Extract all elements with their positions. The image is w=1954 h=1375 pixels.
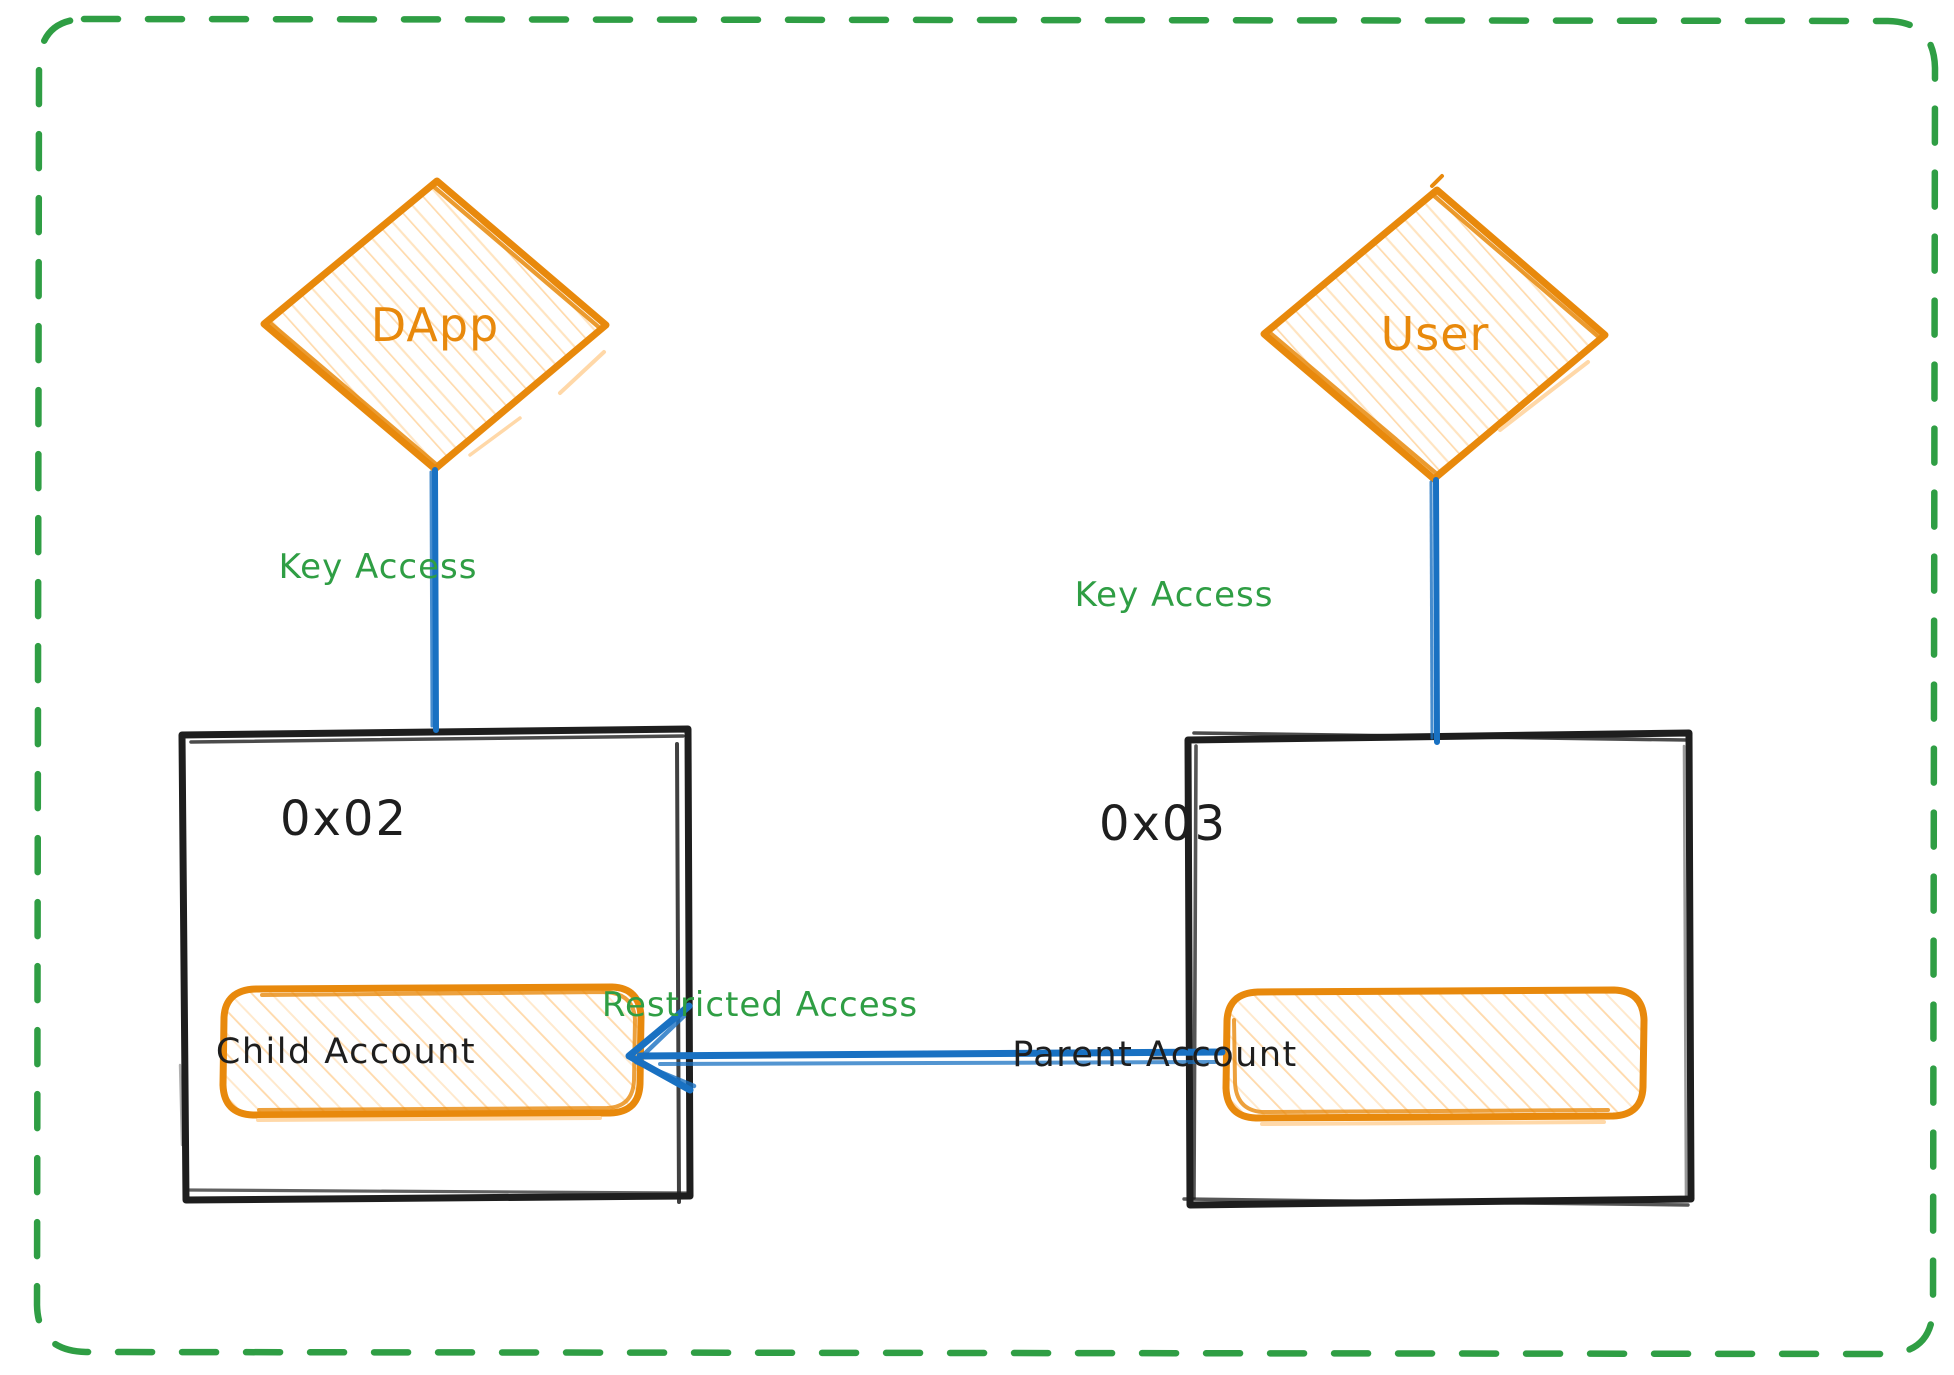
edge-label-key-access-dapp: Key Access	[278, 547, 478, 587]
node-child-account-shape	[219, 983, 645, 1122]
edge-parent-to-child	[625, 1002, 1226, 1094]
node-parent-box-shape	[1182, 729, 1695, 1209]
node-label-parent-account: Parent Account	[1012, 1035, 1298, 1075]
edge-dapp-to-child	[429, 467, 439, 733]
node-label-user: User	[1380, 307, 1490, 361]
frame-border	[33, 15, 1939, 1358]
edge-label-key-access-user: Key Access	[1074, 575, 1274, 615]
node-label-parent-box: 0x03	[1098, 796, 1228, 852]
edge-user-to-parent	[1429, 477, 1440, 745]
node-label-child-account: Child Account	[215, 1032, 477, 1072]
node-label-child-box: 0x02	[279, 791, 409, 847]
node-child-box-shape	[178, 725, 694, 1204]
node-parent-account-shape	[1222, 986, 1648, 1126]
edge-label-restricted-access: Restricted Access	[601, 985, 919, 1025]
node-label-dapp: DApp	[370, 298, 500, 352]
